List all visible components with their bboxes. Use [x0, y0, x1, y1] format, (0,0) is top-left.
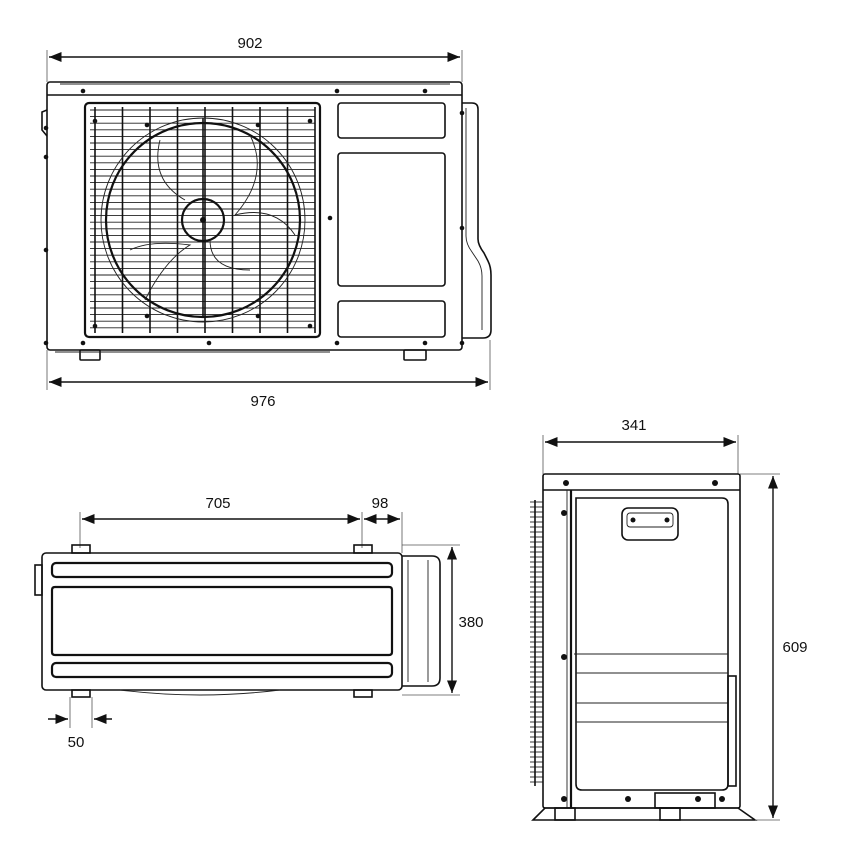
bottom-slot [50, 661, 394, 679]
top-slot [50, 561, 394, 579]
dimension-label-depth: 380 [458, 614, 483, 631]
grille-bars [90, 107, 316, 333]
screw [206, 340, 212, 346]
screw [459, 225, 465, 231]
carry-handle [621, 507, 679, 541]
screw [144, 313, 150, 319]
bracket [353, 689, 373, 698]
screws [43, 88, 465, 346]
drain-port [654, 792, 716, 809]
screw [327, 215, 333, 221]
screw [334, 340, 340, 346]
top-view: 705 98 380 50 [34, 495, 484, 751]
front-panel-bottom [337, 300, 446, 338]
unit-body [46, 81, 463, 351]
screw [422, 340, 428, 346]
fan-blades [129, 134, 296, 301]
side-panel [575, 497, 729, 791]
base [531, 807, 758, 821]
screw [334, 88, 340, 94]
top-panel [50, 585, 394, 657]
dimension-label-overall-width: 976 [250, 393, 275, 410]
bracket [353, 544, 373, 554]
screw [307, 323, 313, 329]
screw [80, 88, 86, 94]
side-handle [34, 564, 43, 596]
dimension-label-mount-spacing: 705 [205, 495, 230, 512]
screw [43, 247, 49, 253]
side-cover [462, 102, 492, 339]
front-view: 902 976 [41, 35, 492, 410]
front-panel-top [337, 102, 446, 139]
screw [43, 154, 49, 160]
dimension-label-mount-offset: 98 [372, 495, 389, 512]
dimension-label-front-width: 902 [237, 35, 262, 52]
heat-exchanger-fins [530, 500, 543, 786]
screw [92, 323, 98, 329]
screw [459, 340, 465, 346]
unit-top [41, 552, 403, 691]
screw [459, 110, 465, 116]
bracket [71, 544, 91, 554]
dimension-label-foot-width: 50 [68, 734, 85, 751]
front-panel-middle [337, 152, 446, 287]
unit-side [542, 473, 741, 809]
bracket [71, 689, 91, 698]
screw [80, 340, 86, 346]
screw [422, 88, 428, 94]
screw [307, 118, 313, 124]
side-cover [402, 555, 441, 687]
foot-left [79, 349, 101, 361]
dimension-label-height: 609 [782, 639, 807, 656]
foot-right [403, 349, 427, 361]
screw [92, 118, 98, 124]
side-view: 341 609 [530, 417, 808, 821]
dimension-label-side-depth: 341 [621, 417, 646, 434]
screw [144, 122, 150, 128]
side-handle [41, 109, 48, 137]
side-trim [727, 675, 737, 787]
fan-grille [83, 101, 322, 339]
screw [255, 122, 261, 128]
screw [43, 125, 49, 131]
screw [43, 340, 49, 346]
screw [255, 313, 261, 319]
